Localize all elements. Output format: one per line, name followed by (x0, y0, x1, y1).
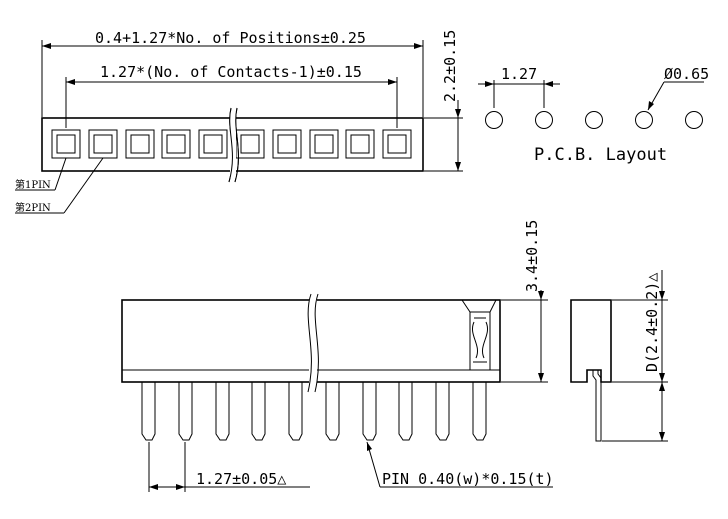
pin1-label: 第1PIN (15, 178, 51, 191)
cavity-3 (125, 129, 155, 159)
pin-size-label: PIN 0.40(w)*0.15(t) (382, 470, 554, 488)
front-break-mark (307, 293, 319, 393)
side-view: D(2.4±0.2)△ (570, 270, 668, 442)
pin-7 (362, 382, 377, 441)
depth-label: D(2.4±0.2)△ (643, 273, 661, 372)
front-view-pins (141, 382, 487, 441)
cavity-7 (272, 129, 302, 159)
pin-4 (251, 382, 266, 441)
height-label: 2.2±0.15 (441, 30, 459, 102)
pcb-layout: 1.27 Ø0.65 P.C.B. Layout (478, 65, 709, 165)
pin-pitch-label: 1.27±0.05△ (196, 470, 286, 488)
pcb-hole-2 (535, 111, 553, 129)
top-view: 0.4+1.27*No. of Positions±0.25 1.27*(No.… (15, 29, 463, 214)
total-length-label: 0.4+1.27*No. of Positions±0.25 (95, 29, 366, 47)
front-view: 3.4±0.15 1.27±0.05△ PIN 0.40(w)*0.15(t) (121, 220, 554, 492)
pin-3 (215, 382, 230, 441)
cavity-5 (198, 129, 228, 159)
pcb-layout-title: P.C.B. Layout (534, 145, 667, 165)
cavity-2 (88, 129, 118, 159)
contacts-length-label: 1.27*(No. of Contacts-1)±0.15 (100, 63, 362, 81)
pin-1 (141, 382, 156, 441)
body-height-label: 3.4±0.15 (523, 220, 541, 292)
cavity-6 (235, 129, 265, 159)
pcb-hole-4 (635, 111, 653, 129)
pcb-hole-1 (485, 111, 503, 129)
pin-5 (288, 382, 303, 441)
cavity-9 (345, 129, 375, 159)
pin-2 (178, 382, 193, 441)
side-view-pin (592, 370, 602, 442)
pcb-hole-label: Ø0.65 (664, 65, 709, 83)
cavity-10 (382, 129, 412, 159)
contact-detail (461, 299, 497, 370)
cavity-8 (309, 129, 339, 159)
cavity-4 (161, 129, 191, 159)
pin-9 (435, 382, 450, 441)
pcb-hole-3 (585, 111, 603, 129)
pin-8 (398, 382, 413, 441)
pin-10 (472, 382, 487, 441)
pin-6 (325, 382, 340, 441)
pcb-hole-5 (685, 111, 703, 129)
pin2-label: 第2PIN (15, 201, 51, 214)
pcb-pitch-label: 1.27 (501, 65, 537, 83)
cavity-1 (51, 129, 81, 159)
side-view-housing (570, 299, 612, 383)
